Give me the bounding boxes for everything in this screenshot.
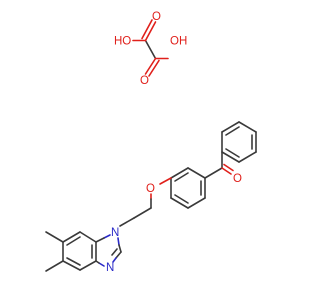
structure-canvas: HO OH O O O xyxy=(45,11,257,274)
c2-n3-bond xyxy=(115,251,122,259)
oxalic-co-top-bond-b xyxy=(141,19,153,40)
n1-c2-bond xyxy=(118,244,122,253)
ring-a-bond xyxy=(221,151,240,163)
ether-o-aryl-bond xyxy=(159,177,172,185)
oxalic-o-top-label: O xyxy=(152,11,161,23)
ring-b-bond xyxy=(187,167,206,179)
c2-n3-inner-bond xyxy=(111,248,118,256)
ring-b-bond xyxy=(170,197,189,209)
ring-b-inner-bond xyxy=(174,172,189,182)
benzo-ring-bond xyxy=(79,260,97,271)
n3-label: N xyxy=(106,262,114,274)
n1-c7a-bond xyxy=(95,237,105,243)
n1-c2-bond-blue xyxy=(117,237,120,246)
ch2-n-bond xyxy=(119,217,135,227)
ring-b-inner-bond xyxy=(174,194,189,204)
benzo-ring-bond xyxy=(62,231,81,243)
n1-label: N xyxy=(111,227,119,239)
ring-b-bond xyxy=(170,167,189,179)
ring-a-inner-bond xyxy=(225,126,240,136)
oxalic-co-bottom-bond-a xyxy=(144,57,157,75)
benzo-ring-bond xyxy=(79,231,97,243)
benzimidazole: N N xyxy=(45,227,122,274)
oxalic-co-top-bond-a xyxy=(144,21,157,42)
phenylene-ring xyxy=(170,167,206,209)
carbonyl-to-ring-b-bond xyxy=(204,167,223,179)
molecule-drawing: HO OH O O O xyxy=(45,11,257,274)
benzo-ring-inner-bond xyxy=(66,257,81,266)
n1-c7a-bond-blue xyxy=(103,234,111,239)
oxalic-ho-left-label: HO xyxy=(114,36,131,48)
phenyl-ring xyxy=(221,121,257,163)
oxalic-acid: HO OH O O xyxy=(114,11,187,87)
ketone-co-bond-a xyxy=(221,167,232,175)
ch2-ch2-bond xyxy=(133,207,152,219)
ketone-o-label: O xyxy=(233,173,242,185)
benzo-ring-inner-bond xyxy=(66,236,81,246)
methyl-5-bond xyxy=(45,260,64,272)
ring-a-bond xyxy=(238,151,257,163)
c2-n3-bond-blue xyxy=(112,257,117,263)
oxalic-cc-bond xyxy=(144,39,157,60)
ketone-group: O xyxy=(204,151,242,185)
methyl-6-bond xyxy=(45,231,64,243)
oxalic-co-bottom-bond-b xyxy=(148,59,160,77)
ether-linker: O xyxy=(119,177,172,227)
n3-c3a-bond-blue xyxy=(98,262,105,267)
ring-a-bond xyxy=(221,121,240,133)
ring-a-bond xyxy=(238,121,257,133)
ketone-co-bond-b xyxy=(223,163,234,172)
oxalic-oh-right-label: OH xyxy=(170,36,187,48)
benzo-ring-bond xyxy=(62,260,81,271)
ring-a-inner-bond xyxy=(225,148,240,158)
ether-o-label: O xyxy=(146,183,155,195)
oxalic-o-bottom-label: O xyxy=(140,75,149,87)
ring-b-bond xyxy=(187,197,206,209)
